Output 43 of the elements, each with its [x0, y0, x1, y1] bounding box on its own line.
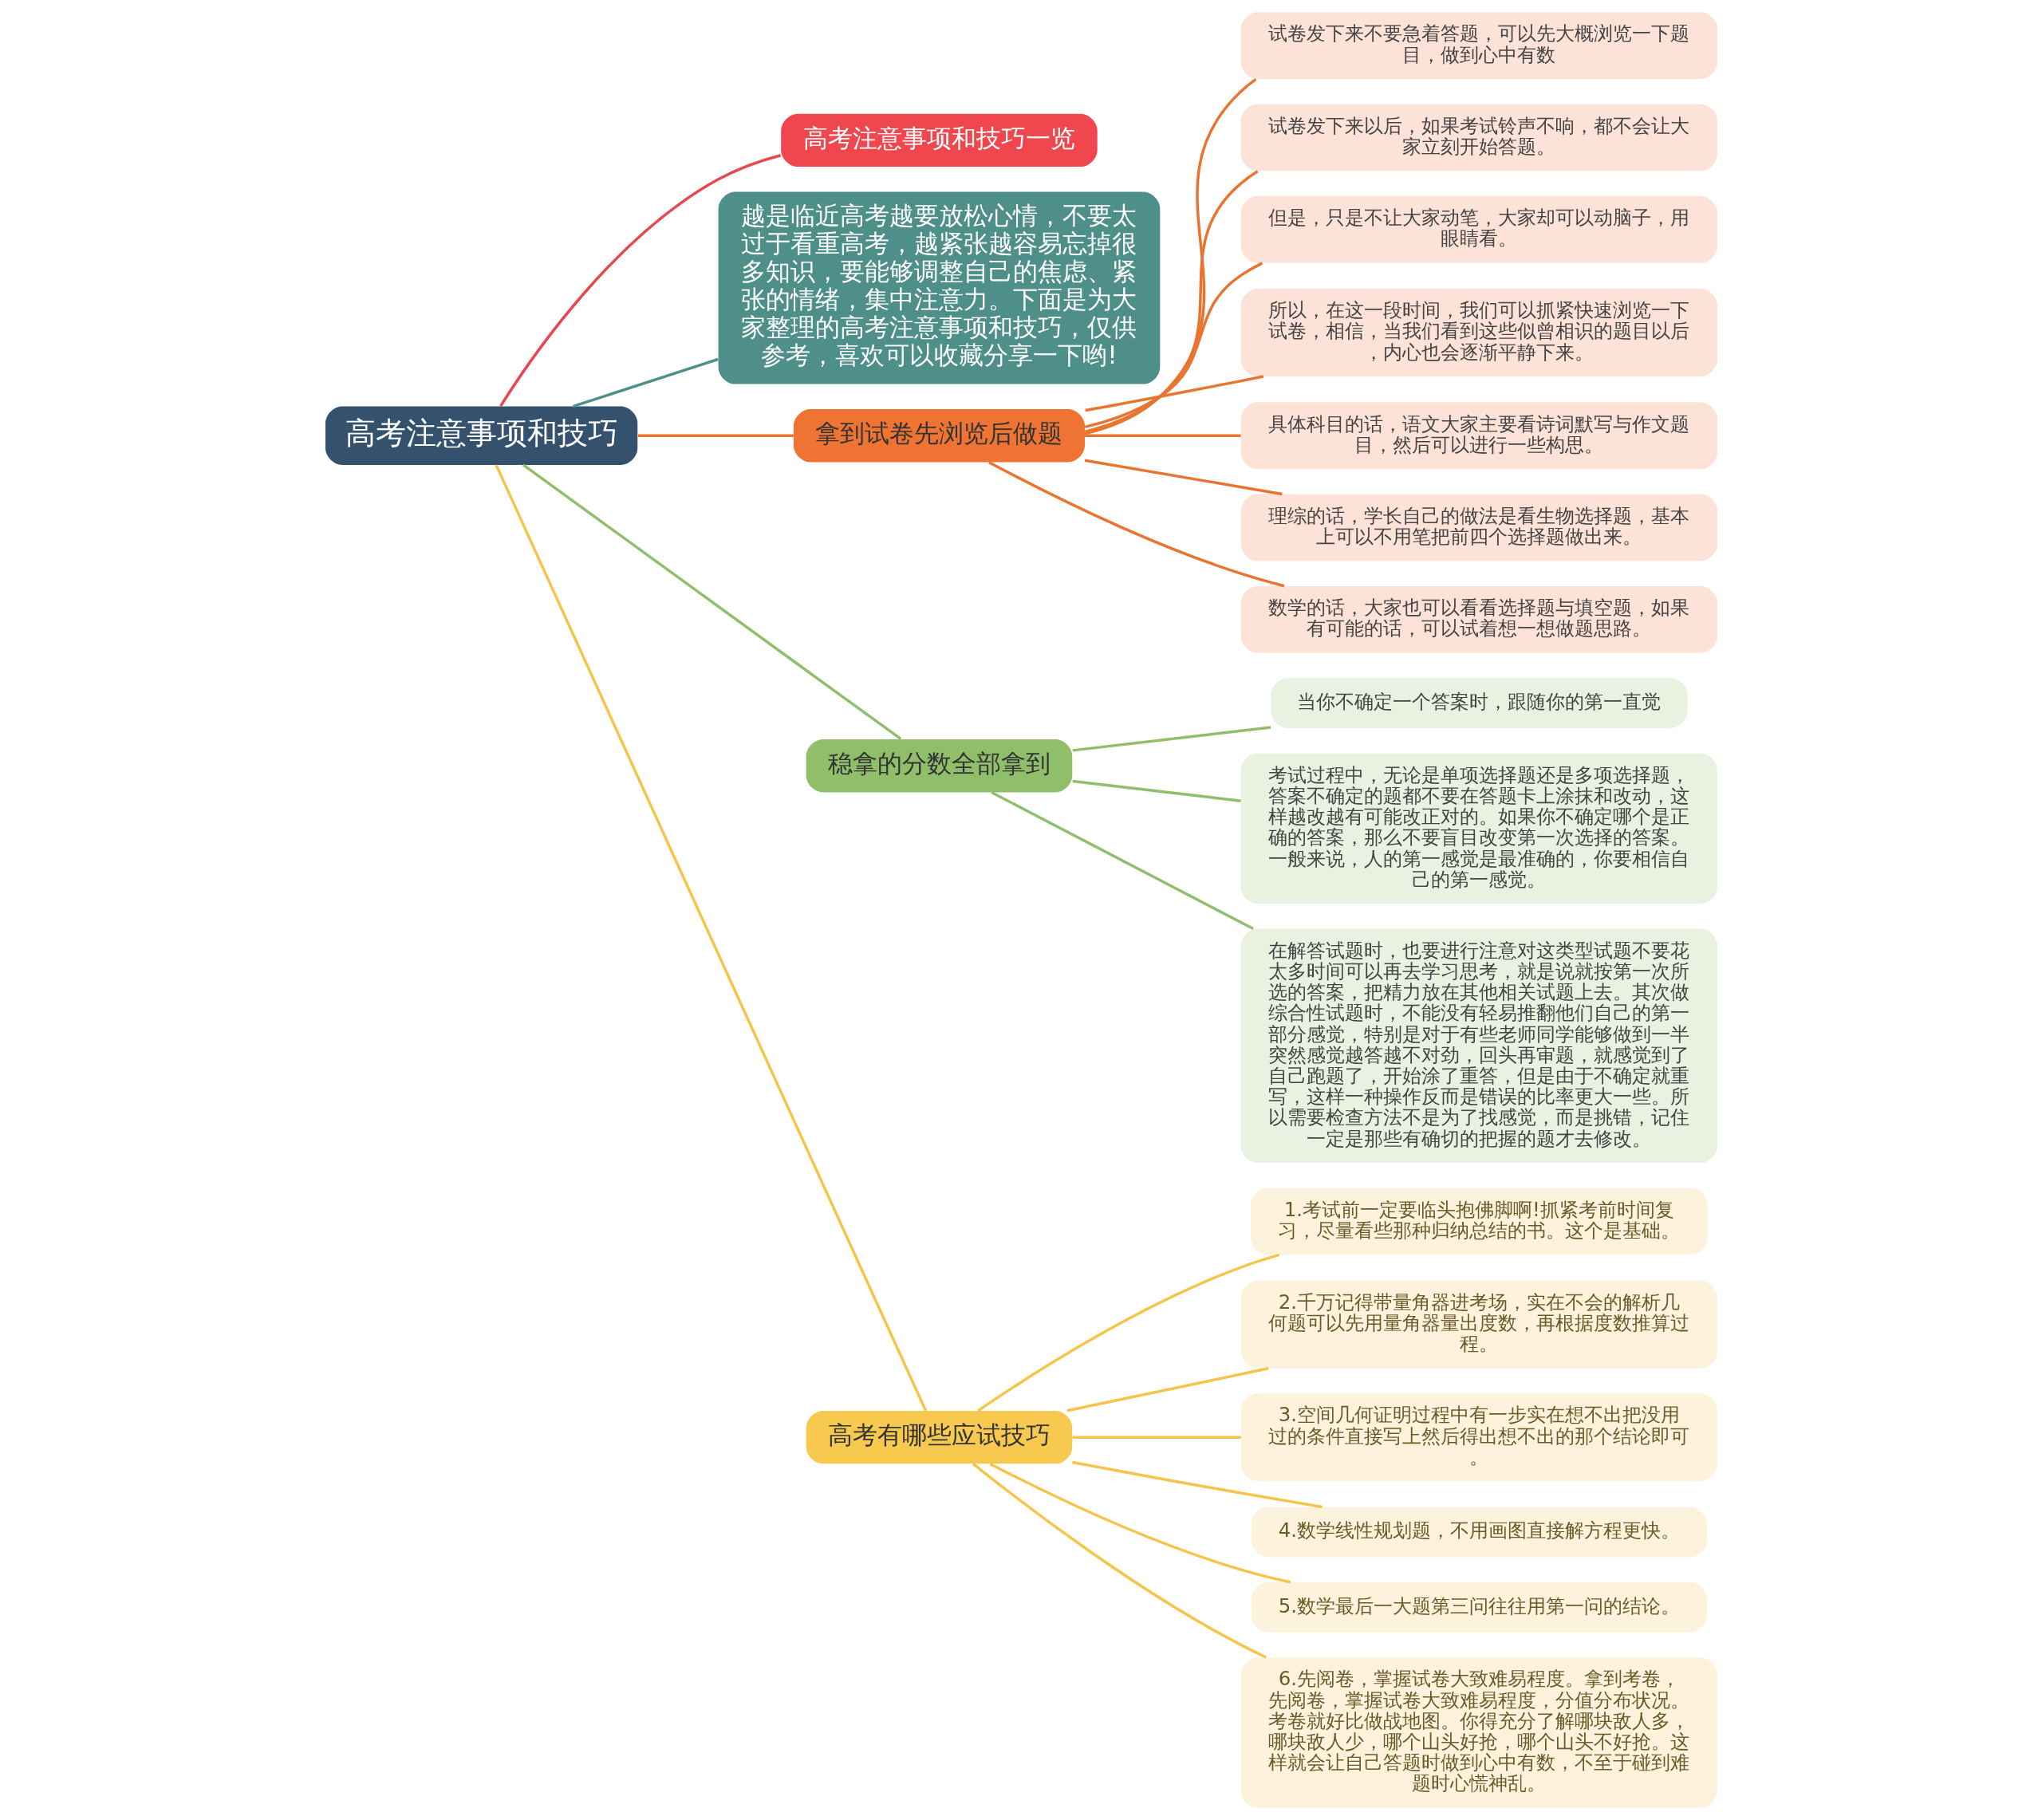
node-box: 试卷发下来不要急着答题，可以先大概浏览一下题目，做到心中有数: [1240, 12, 1717, 80]
connector: [1071, 1460, 1323, 1509]
connector: [972, 1463, 1267, 1659]
node-box: 拿到试卷先浏览后做题: [793, 409, 1085, 463]
connector: [572, 357, 719, 408]
node-box: 当你不确定一个答案时，跟随你的第一直觉: [1270, 678, 1687, 729]
connector: [499, 154, 781, 408]
node-box: 具体科目的话，语文大家主要看诗词默写与作文题目，然后可以进行一些构思。: [1240, 402, 1717, 470]
node-box: 理综的话，学长自己的做法是看生物选择题，基本上可以不用笔把前四个选择题做出来。: [1240, 494, 1717, 561]
connector: [987, 461, 1284, 588]
node-box: 所以，在这一段时间，我们可以抓紧快速浏览一下试卷，相信，当我们看到这些似曾相识的题目以后，内心也会逐渐平静下来。: [1240, 288, 1717, 376]
node-box: 在解答试题时，也要进行注意对这类型试题不要花太多时间可以再去学习思考，就是说就按第一次所选的答案，把精力放在其他相关试题上去。其次做综合性试题时，不能没有轻易推翻他们自己的第一部分感觉，特别是对于有些老师同学能够做到一半突然感觉越答越不对劲，回头再审题，就感觉到了自己跑题了，开始涂了重答，但是由于不确定就重写，这样一种操作反而是错误的比率更大一些。所以需要检查方法不是为了找感觉，而是挑错，记住一定是那些有确切的把握的题才去修改。: [1240, 928, 1717, 1164]
node-box: 2.千万记得带量角器进考场，实在不会的解析几何题可以先用量角器量出度数，再根据度数推算过程。: [1240, 1280, 1717, 1369]
node-box: 高考有哪些应试技巧: [806, 1410, 1072, 1464]
connector: [1084, 78, 1257, 435]
node-box: 4.数学线性规划题，不用画图直接解方程更快。: [1251, 1507, 1707, 1558]
connector: [637, 434, 794, 437]
connector: [1084, 375, 1263, 412]
node-box: 试卷发下来以后，如果考试铃声不响，都不会让大家立刻开始答题。: [1240, 104, 1717, 171]
node-box: 数学的话，大家也可以看看选择题与填空题，如果有可能的话，可以试着想一想做题思路。: [1240, 585, 1717, 653]
node-box: 1.考试前一定要临头抱佛脚啊!抓紧考前时间复习，尽量看些那种归纳总结的书。这个是基础。: [1250, 1188, 1708, 1255]
connector: [990, 791, 1254, 931]
connector: [1072, 779, 1241, 802]
connector: [1072, 726, 1271, 752]
node-box: 考试过程中，无论是单项选择题还是多项选择题，答案不确定的题都不要在答题卡上涂抹和改动，这样越改越有可能改正对的。如果你不确定哪个是正确的答案，那么不要盲目改变第一次选择的答案。一般来说，人的第一感觉是最准确的，你要相信自己的第一感觉。: [1240, 753, 1717, 904]
connector: [1072, 1436, 1241, 1439]
node-box: 高考注意事项和技巧: [325, 406, 637, 465]
node-box: 3.空间几何证明过程中有一步实在想不出把没用过的条件直接写上然后得出想不出的那个结论即可。: [1240, 1393, 1717, 1482]
node-box: 6.先阅卷，掌握试卷大致难易程度。拿到考卷，先阅卷，掌握试卷大致难易程度，分值分布状况。考卷就好比做战地图。你得充分了解哪块敌人多，哪块敌人少，哪个山头好抢，哪个山头不好抢。这样就会让自己答题时做到心中有数，不至于碰到难题时心慌神乱。: [1240, 1657, 1717, 1808]
connector: [1066, 1367, 1269, 1412]
connector: [1084, 459, 1283, 496]
connector: [522, 463, 901, 740]
connector: [495, 464, 927, 1412]
node-box: 稳拿的分数全部拿到: [806, 739, 1072, 793]
node-box: 越是临近高考越要放松心情，不要太过于看重高考，越紧张越容易忘掉很多知识，要能够调整自己的焦虑、紧张的情绪，集中注意力。下面是为大家整理的高考注意事项和技巧，仅供参考，喜欢可以收藏分享一下哟!: [718, 191, 1160, 384]
connector: [1084, 170, 1258, 433]
connector: [1084, 262, 1263, 429]
node-box: 但是，只是不让大家动笔，大家却可以动脑子，用眼睛看。: [1240, 195, 1717, 263]
connector: [1084, 434, 1241, 437]
connector: [976, 1253, 1279, 1412]
node-box: 5.数学最后一大题第三问往往用第一问的结论。: [1251, 1582, 1707, 1633]
connector: [988, 1462, 1291, 1584]
node-box: 高考注意事项和技巧一览: [780, 113, 1098, 167]
